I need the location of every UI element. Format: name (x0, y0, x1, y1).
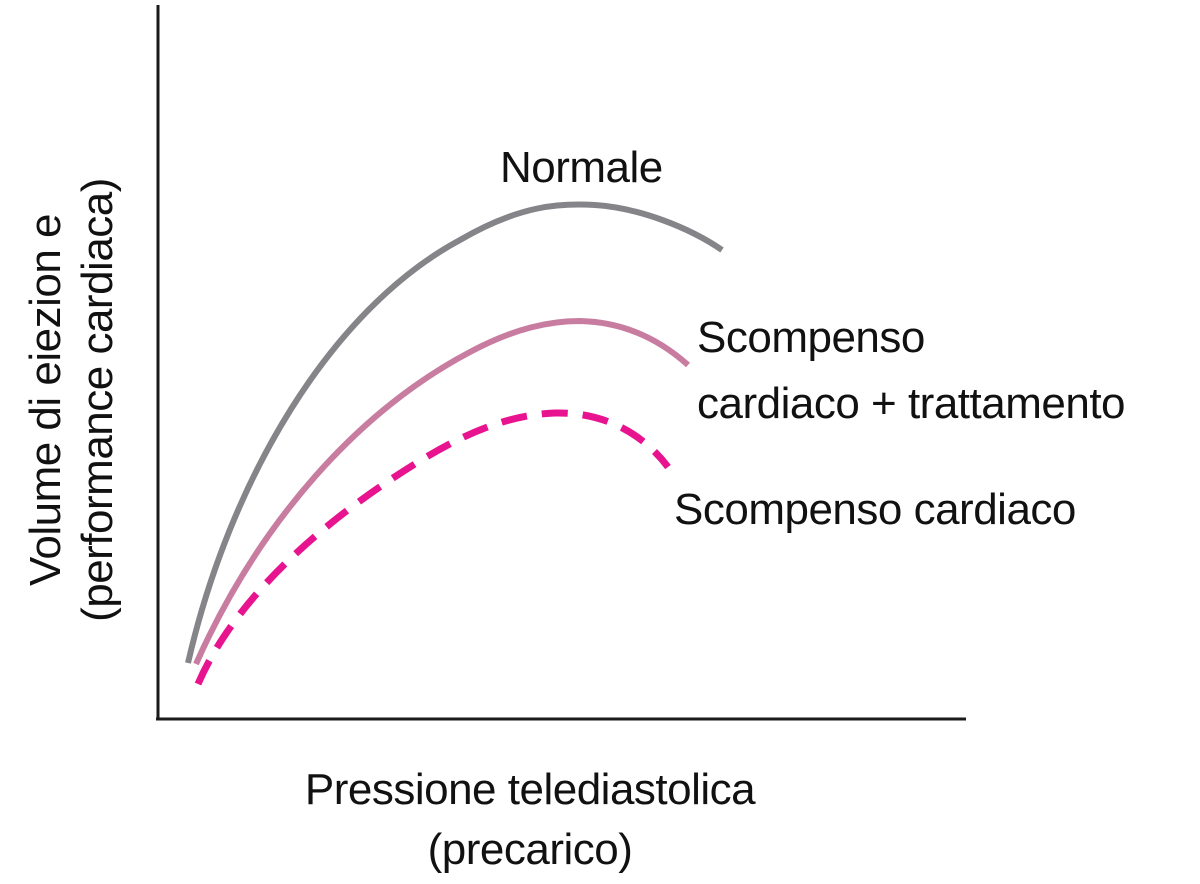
x-axis-label-line2: (precarico) (427, 825, 633, 874)
label-scompenso-trattamento-line1: Scompenso (697, 313, 925, 362)
curve-normale (185, 201, 724, 664)
curve-scompenso-cardiaco (194, 409, 671, 686)
label-scompenso-trattamento-line2: cardiaco + trattamento (697, 379, 1126, 428)
label-scompenso-cardiaco: Scompenso cardiaco (674, 485, 1076, 534)
curve-scompenso-trattamento (193, 317, 690, 666)
x-axis-label: Pressione telediastolica (precarico) (304, 760, 756, 880)
x-axis-label-line1: Pressione telediastolica (304, 765, 756, 814)
label-normale: Normale (500, 143, 663, 192)
